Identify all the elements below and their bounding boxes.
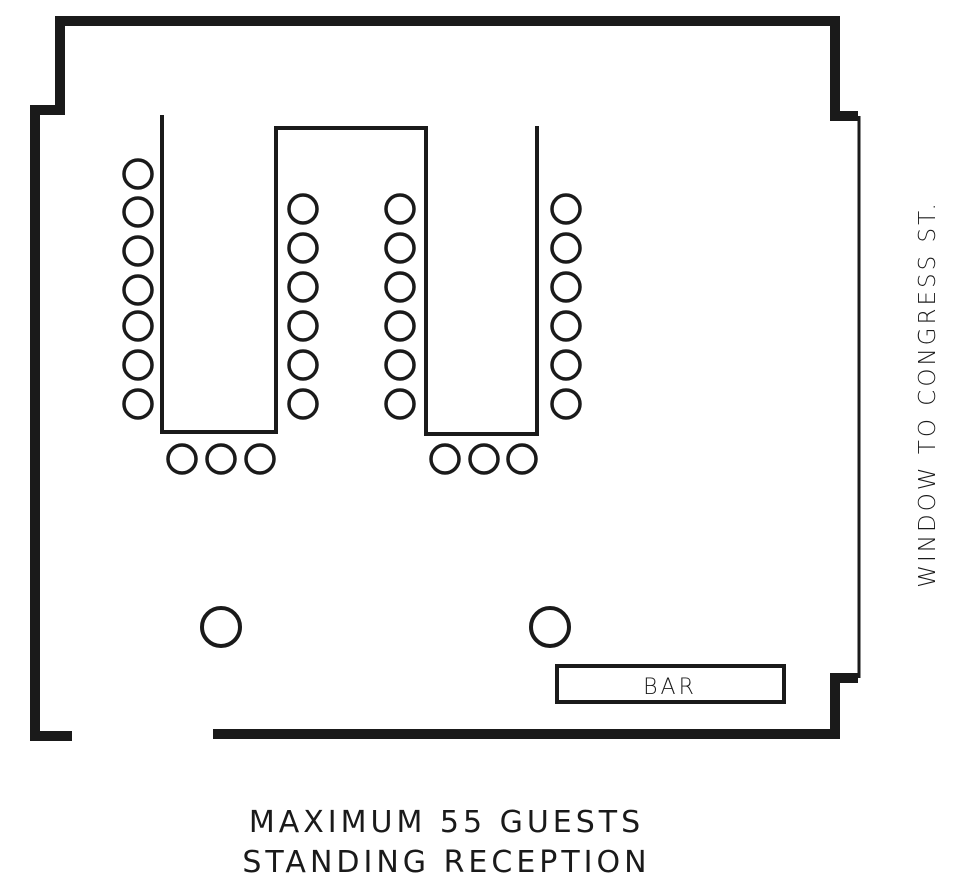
- window-label: WINDOW TO CONGRESS ST.: [915, 200, 941, 588]
- chair: [550, 232, 582, 264]
- chair: [287, 193, 319, 225]
- chair-group-right: [550, 193, 582, 420]
- chair: [122, 235, 154, 267]
- chair: [506, 443, 538, 475]
- chair: [550, 388, 582, 420]
- chair: [384, 193, 416, 225]
- chair: [384, 310, 416, 342]
- chair: [287, 232, 319, 264]
- chair: [384, 232, 416, 264]
- chair: [122, 158, 154, 190]
- chair: [122, 274, 154, 306]
- chair-group-second: [287, 193, 319, 420]
- wall-upper: [30, 16, 858, 741]
- chair: [384, 349, 416, 381]
- chair: [205, 443, 237, 475]
- chair: [550, 349, 582, 381]
- chair-group-bottom-left: [166, 443, 276, 475]
- chair: [550, 271, 582, 303]
- cocktail-table-right: [529, 606, 571, 648]
- chair: [166, 443, 198, 475]
- chair: [287, 310, 319, 342]
- chair: [287, 349, 319, 381]
- chair: [429, 443, 461, 475]
- chair: [122, 310, 154, 342]
- capacity-caption: MAXIMUM 55 GUESTS: [248, 805, 645, 840]
- chair: [287, 388, 319, 420]
- table-serpentine: [160, 115, 539, 436]
- chair: [550, 310, 582, 342]
- chair: [122, 388, 154, 420]
- chair-group-third: [384, 193, 416, 420]
- chair: [468, 443, 500, 475]
- chair: [384, 388, 416, 420]
- chair: [122, 349, 154, 381]
- chair: [122, 196, 154, 228]
- bar-counter: [555, 664, 786, 704]
- chair: [244, 443, 276, 475]
- bar: BAR: [555, 664, 786, 704]
- cocktail-table-left: [200, 606, 242, 648]
- room-walls: [30, 16, 861, 741]
- chair-group-left: [122, 158, 154, 420]
- chair-group-bottom-right: [429, 443, 538, 475]
- chair: [287, 271, 319, 303]
- chair: [550, 193, 582, 225]
- chair: [384, 271, 416, 303]
- bar-label: BAR: [643, 675, 697, 700]
- wall-main: [213, 673, 858, 739]
- event-type-caption: STANDING RECEPTION: [242, 845, 651, 880]
